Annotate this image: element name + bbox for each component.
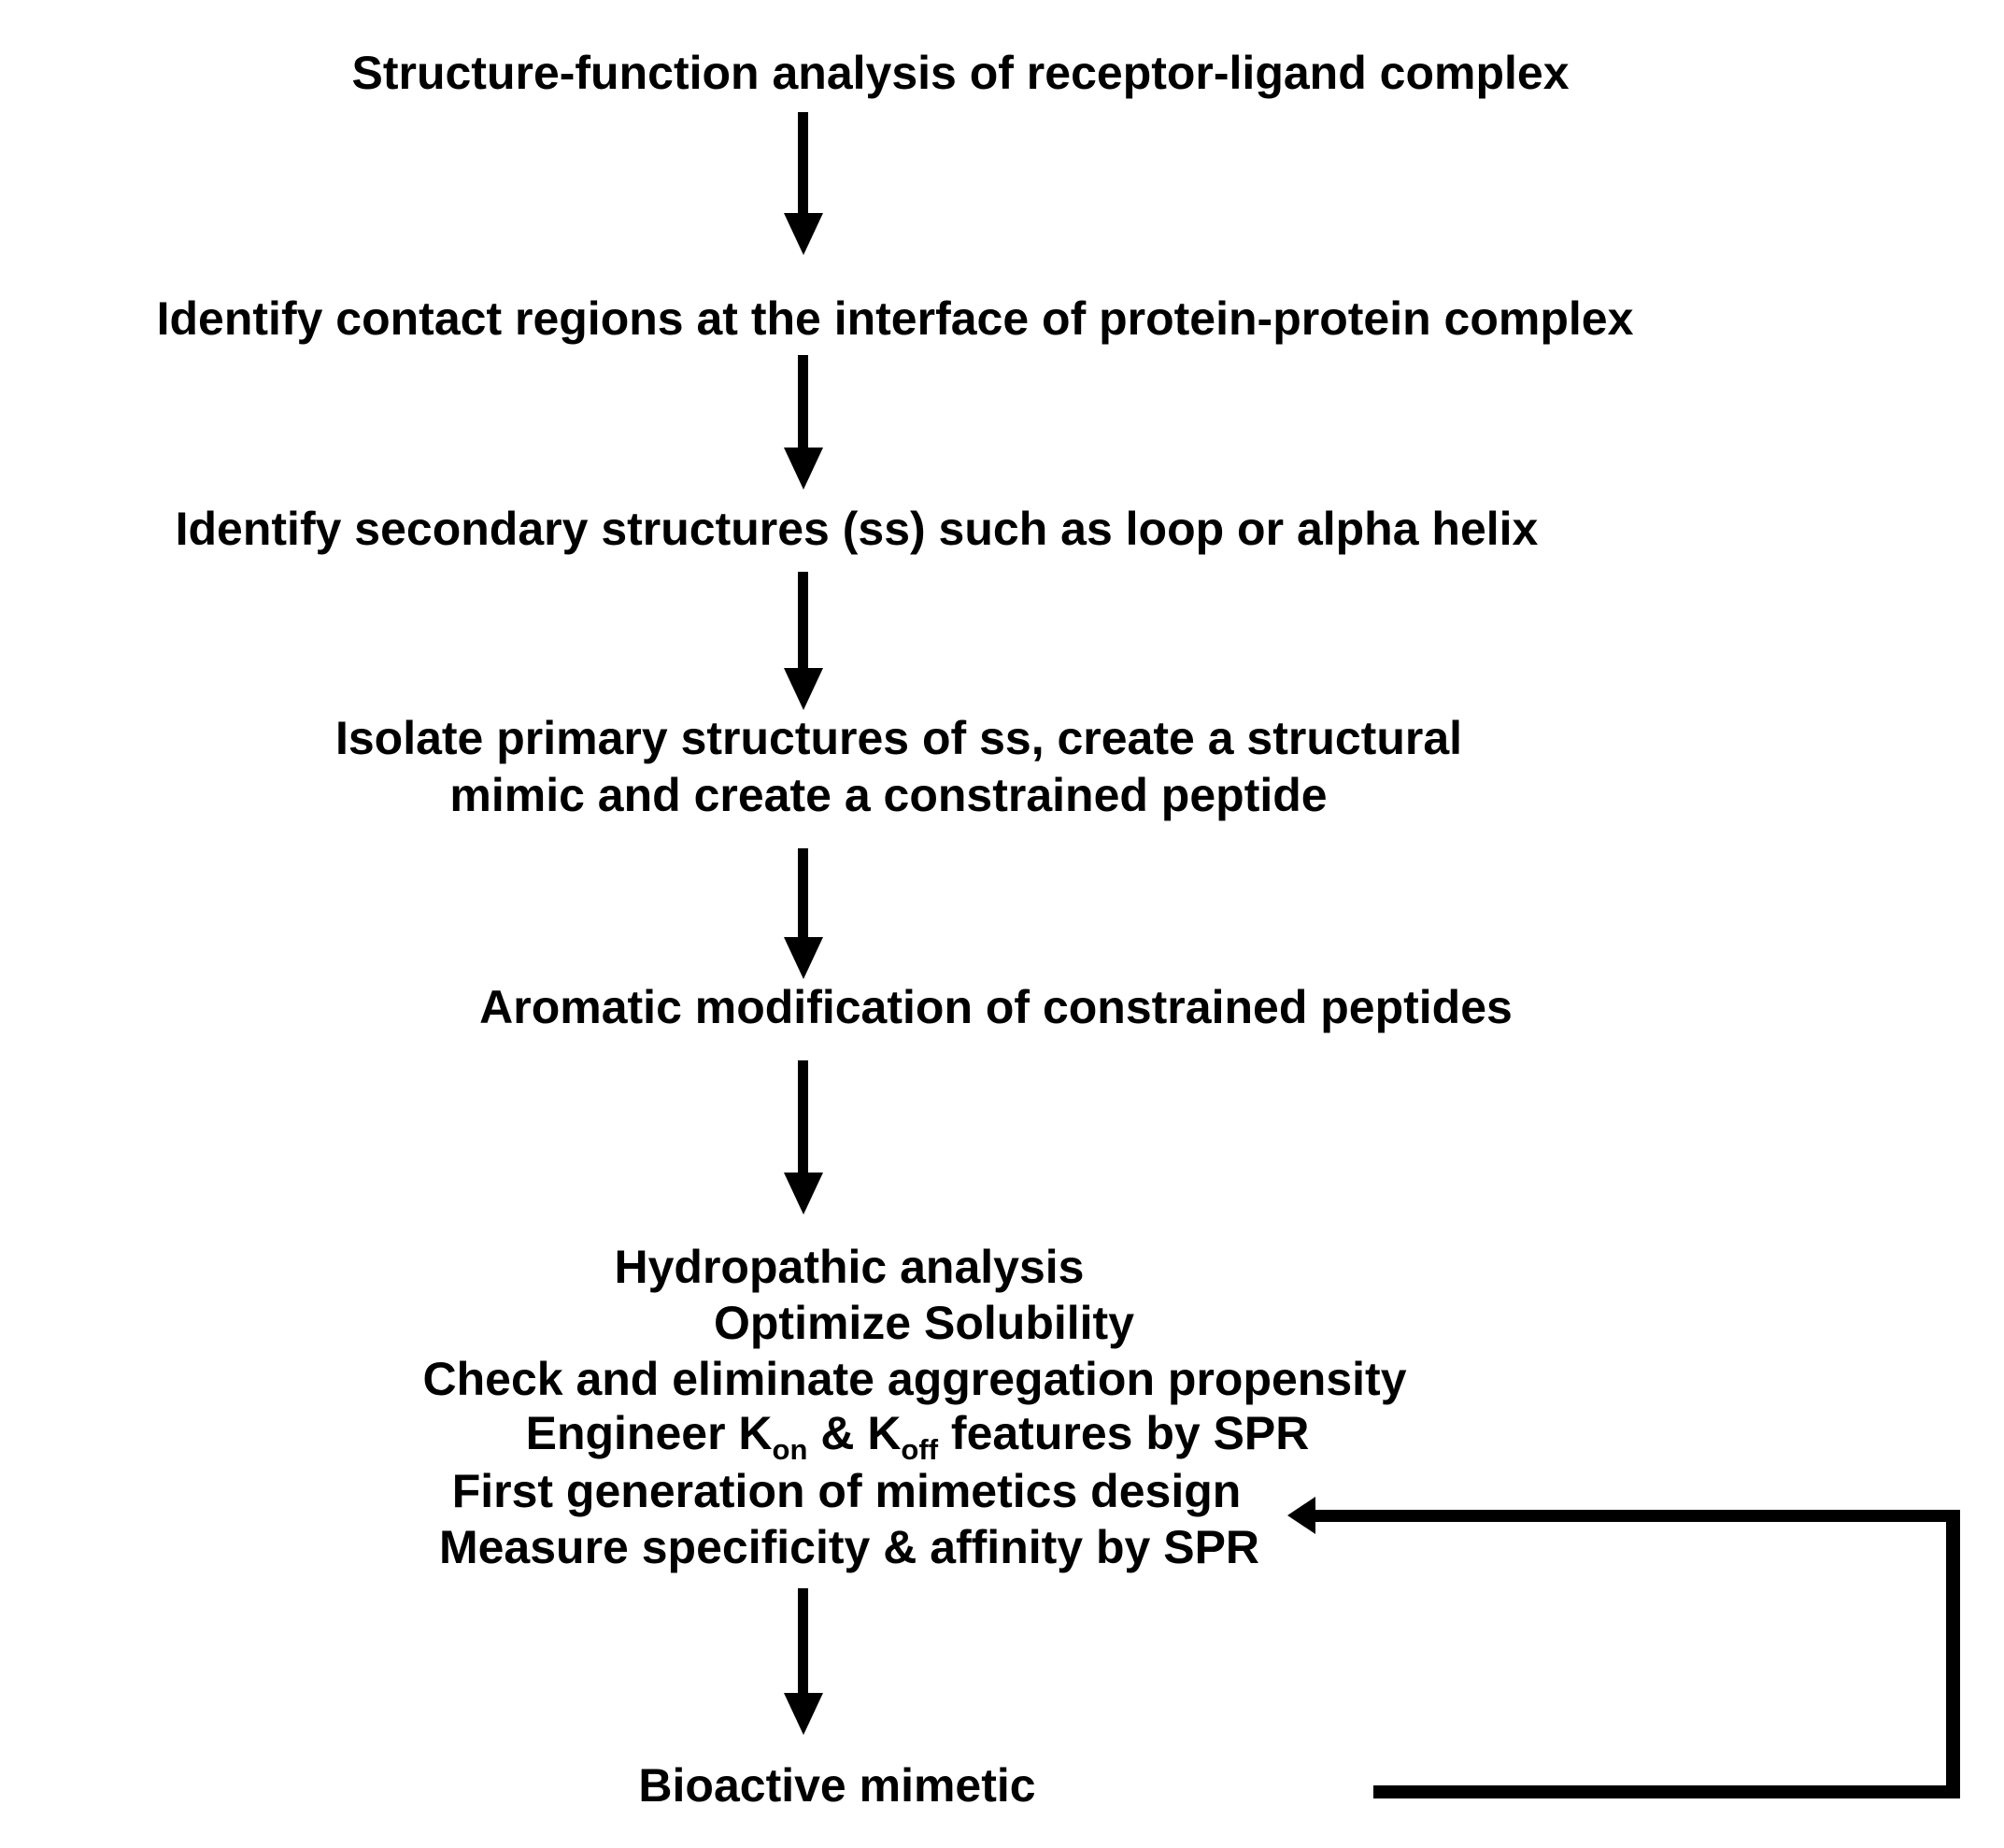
arrowhead-down-icon	[784, 1173, 823, 1215]
analysis-line-measure-specificity: Measure specificity & affinity by SPR	[438, 1521, 1260, 1573]
arrowhead-down-icon	[784, 213, 823, 255]
kinetics-middle: & K	[807, 1406, 902, 1459]
step-identify-secondary-structures: Identify secondary structures (ss) such …	[175, 503, 1539, 555]
arrowhead-down-icon	[784, 668, 823, 710]
arrowhead-left-icon	[1287, 1497, 1315, 1534]
kinetics-prefix: Engineer K	[525, 1406, 773, 1459]
arrowhead-down-icon	[784, 1693, 823, 1735]
arrowhead-down-icon	[784, 448, 823, 490]
kinetics-suffix: features by SPR	[938, 1406, 1310, 1459]
arrow-stem	[798, 1588, 808, 1693]
analysis-line-aggregation: Check and eliminate aggregation propensi…	[422, 1353, 1407, 1405]
kinetics-sub-on: on	[772, 1432, 808, 1466]
step-identify-contact-regions: Identify contact regions at the interfac…	[156, 292, 1634, 345]
step-isolate-line-2: mimic and create a constrained peptide	[449, 769, 1328, 821]
step-structure-function-analysis: Structure-function analysis of receptor-…	[351, 47, 1570, 99]
arrow-stem	[798, 848, 808, 937]
step-aromatic-modification: Aromatic modification of constrained pep…	[479, 981, 1513, 1033]
feedback-right-segment	[1946, 1510, 1960, 1798]
analysis-line-kinetics: Engineer Kon & Koff features by SPR	[526, 1405, 1310, 1467]
arrow-stem	[798, 1060, 808, 1173]
analysis-line-hydropathic: Hydropathic analysis	[614, 1241, 1085, 1293]
arrowhead-down-icon	[784, 937, 823, 979]
arrow-stem	[798, 355, 808, 448]
arrow-stem	[798, 572, 808, 668]
feedback-top-segment	[1314, 1510, 1960, 1522]
kinetics-sub-off: off	[901, 1432, 939, 1466]
analysis-line-first-generation: First generation of mimetics design	[451, 1465, 1242, 1517]
analysis-line-solubility: Optimize Solubility	[713, 1297, 1135, 1349]
arrow-stem	[798, 112, 808, 213]
step-isolate-line-1: Isolate primary structures of ss, create…	[334, 712, 1463, 764]
step-bioactive-mimetic: Bioactive mimetic	[638, 1759, 1036, 1812]
feedback-bottom-segment	[1373, 1785, 1960, 1798]
